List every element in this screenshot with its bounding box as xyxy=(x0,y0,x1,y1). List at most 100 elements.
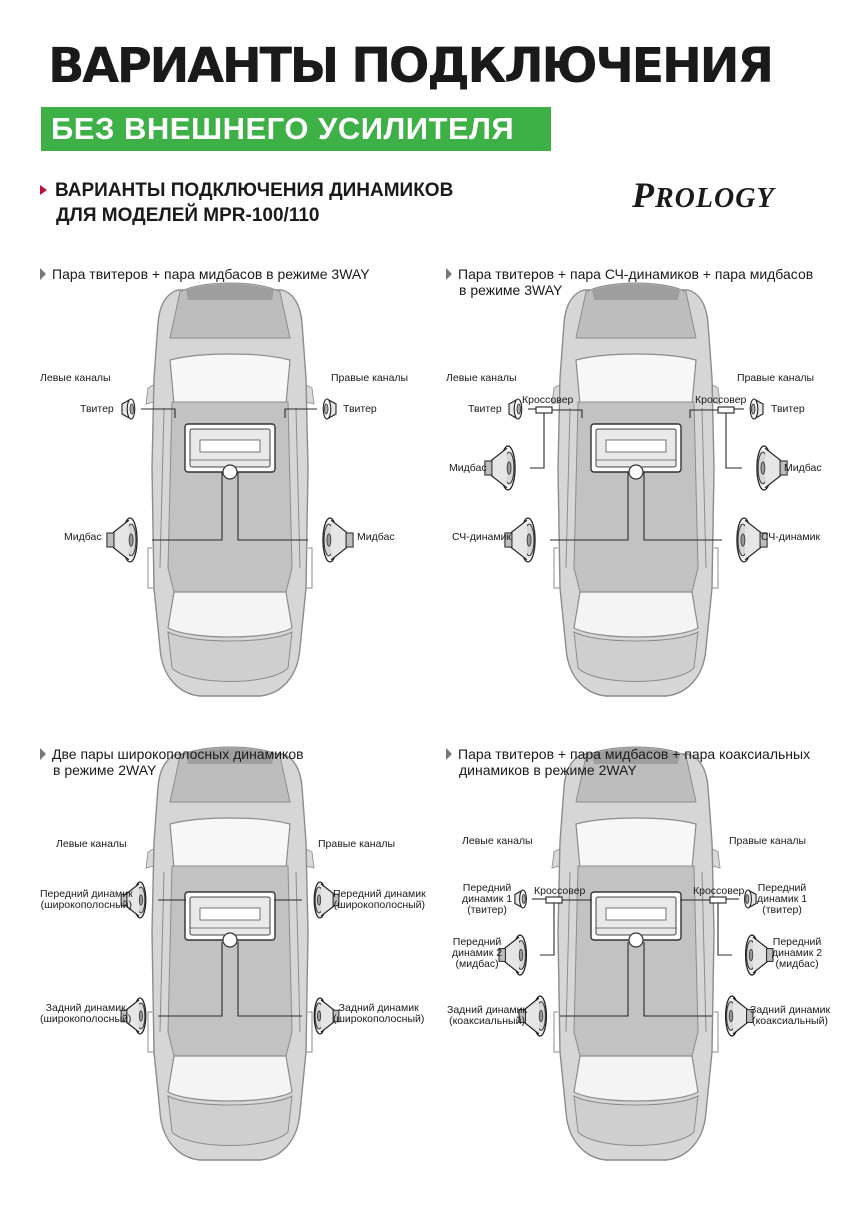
front2-right-speaker-icon xyxy=(744,934,774,976)
rear-left-coaxial-icon xyxy=(518,995,548,1037)
speaker-wire xyxy=(717,903,732,956)
panel-heading-line1: Две пары широкополосных динамиков xyxy=(52,746,304,762)
front-left-label-line: Передний динамик xyxy=(40,888,133,900)
right-channels-label: Правые каналы xyxy=(729,835,807,847)
front-right-label-line: Передний динамик xyxy=(333,888,426,900)
logo-text: ROLOGY xyxy=(655,183,775,214)
section-title-line1: ВАРИАНТЫ ПОДКЛЮЧЕНИЯ ДИНАМИКОВ xyxy=(55,180,454,201)
tweeter-right-icon xyxy=(322,398,337,420)
car-top-view xyxy=(551,746,721,1161)
crossover-right-icon xyxy=(717,406,735,414)
head-unit xyxy=(184,891,276,948)
rear-left-label-line: (коаксиальный) xyxy=(449,1015,525,1027)
right-channels-label: Правые каналы xyxy=(331,372,409,384)
rear-right-label-line: Задний динамик xyxy=(750,1004,831,1016)
rear-left-label-line: Задний динамик xyxy=(447,1004,528,1016)
speaker-wire xyxy=(152,472,223,541)
right-channels-label: Правые каналы xyxy=(737,372,815,384)
car-top-view xyxy=(551,282,721,697)
midrange-right-label: СЧ-динамик xyxy=(761,531,821,543)
front-left-speaker-icon xyxy=(120,881,147,919)
rear-left-speaker-icon xyxy=(120,997,147,1035)
section-title-line2: ДЛЯ МОДЕЛЕЙ MPR-100/110 xyxy=(56,205,320,226)
rear-left-label-line: (широкополосный) xyxy=(40,1013,132,1025)
front2-right-label-line: динамик 2 xyxy=(772,947,823,959)
rear-right-label: Задний динамик(коаксиальный) xyxy=(750,1005,830,1027)
rear-right-label: Задний динамик(широкополосный) xyxy=(333,1003,424,1025)
tweeter-left-icon xyxy=(508,398,523,420)
panel-heading-line1: Пара твитеров + пара СЧ-динамиков + пара… xyxy=(458,266,814,282)
front-right-speaker-icon xyxy=(313,881,340,919)
head-unit xyxy=(590,423,682,480)
front2-left-speaker-icon xyxy=(498,934,528,976)
crossover-right-label: Кроссовер xyxy=(695,394,747,406)
crossover-right-label: Кроссовер xyxy=(693,885,745,897)
front2-left-label-line: (мидбас) xyxy=(455,958,499,970)
midbass-right-label: Мидбас xyxy=(357,531,395,543)
front1-left-label-line: Передний xyxy=(462,882,512,894)
panel-heading-line1: Пара твитеров + пара мидбасов в режиме 3… xyxy=(52,266,370,282)
front1-right-tweeter-icon xyxy=(744,889,757,909)
heading-bullet-icon xyxy=(40,748,46,760)
midbass-right-icon xyxy=(756,445,788,491)
head-unit xyxy=(590,891,682,948)
speaker-wire xyxy=(550,472,629,541)
left-channels-label: Левые каналы xyxy=(40,372,111,384)
tweeter-right-icon xyxy=(749,398,764,420)
heading-bullet-icon xyxy=(446,748,452,760)
tweeter-left-label: Твитер xyxy=(80,403,114,415)
speaker-wire xyxy=(141,408,176,418)
car-top-view xyxy=(145,746,315,1161)
speaker-wire xyxy=(237,472,308,541)
car-top-view xyxy=(145,282,315,697)
midbass-left-label: Мидбас xyxy=(64,531,102,543)
rear-left-label: Задний динамик(коаксиальный) xyxy=(447,1005,527,1027)
speaker-wire xyxy=(725,413,742,469)
panel-heading: Пара твитеров + пара мидбасов + пара коа… xyxy=(446,746,810,778)
midbass-left-label: Мидбас xyxy=(449,462,487,474)
midbass-left-icon xyxy=(484,445,516,491)
midrange-left-label: СЧ-динамик xyxy=(452,531,512,543)
left-channels-label: Левые каналы xyxy=(446,372,517,384)
right-channels-label: Правые каналы xyxy=(318,838,396,850)
front1-left-label-line: (твитер) xyxy=(467,904,507,916)
speaker-wire xyxy=(689,409,718,418)
panel-heading-line2: в режиме 2WAY xyxy=(53,762,157,778)
front-right-label-line: (широкополосный) xyxy=(333,899,426,911)
left-channels-label: Левые каналы xyxy=(56,838,127,850)
front-left-label: Передний динамик(широкополосный) xyxy=(40,889,133,911)
front2-left-label-line: Передний xyxy=(452,936,502,948)
speaker-wire xyxy=(552,409,583,418)
midbass-left-icon xyxy=(106,517,138,563)
midrange-left-icon xyxy=(504,517,536,563)
front1-left-tweeter-icon xyxy=(514,889,527,909)
speaker-wire xyxy=(560,942,629,1017)
rear-right-label-line: (коаксиальный) xyxy=(752,1015,828,1027)
panel-heading-line1: Пара твитеров + пара мидбасов + пара коа… xyxy=(458,746,811,762)
logo-letter: P xyxy=(632,175,655,215)
brand-logo: PROLOGY xyxy=(632,174,775,216)
speaker-wire xyxy=(530,413,545,469)
midbass-right-label: Мидбас xyxy=(784,462,822,474)
speaker-wire xyxy=(158,942,223,1017)
midbass-right-icon xyxy=(322,517,354,563)
front-left-label-line: (широкополосный) xyxy=(40,899,133,911)
heading-bullet-icon xyxy=(446,268,452,280)
speaker-wire xyxy=(643,942,712,1017)
head-unit xyxy=(184,423,276,480)
speaker-wire xyxy=(237,942,302,1017)
heading-bullet-icon xyxy=(40,268,46,280)
rear-left-label: Задний динамик(широкополосный) xyxy=(40,1003,131,1025)
panel-heading: Пара твитеров + пара мидбасов в режиме 3… xyxy=(40,266,370,282)
crossover-left-icon xyxy=(535,406,553,414)
section-bullet-icon xyxy=(40,185,47,195)
rear-right-coaxial-icon xyxy=(724,995,754,1037)
panel-heading: Пара твитеров + пара СЧ-динамиков + пара… xyxy=(446,266,813,298)
front1-right-label-line: (твитер) xyxy=(762,904,802,916)
tweeter-left-label: Твитер xyxy=(468,403,502,415)
crossover-left-label: Кроссовер xyxy=(522,394,574,406)
crossover-left-icon xyxy=(545,896,563,904)
